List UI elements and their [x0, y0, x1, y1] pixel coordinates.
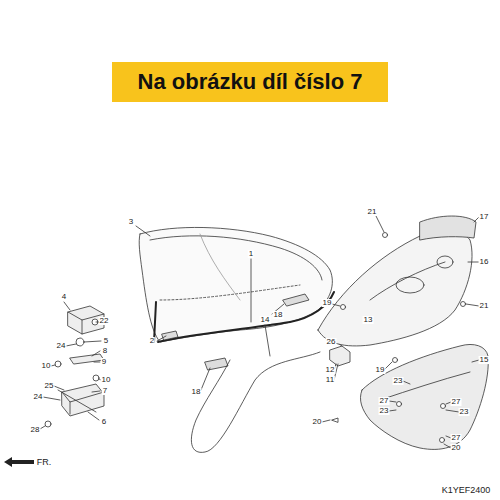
callout-number: 18 — [191, 388, 202, 396]
callout-number: 18 — [273, 311, 284, 319]
callout-number: 14 — [260, 316, 271, 324]
callout-number: 20 — [312, 418, 323, 426]
callout-number: 21 — [479, 302, 490, 310]
callout-number: 27 — [379, 397, 390, 405]
callout-number: 16 — [479, 258, 490, 266]
callout-number: 12 — [325, 366, 336, 374]
callout-number: 23 — [393, 377, 404, 385]
callout-number: 13 — [363, 316, 374, 324]
callout-number: 20 — [451, 444, 462, 452]
callout-number: 26 — [326, 338, 337, 346]
callout-number: 9 — [101, 358, 107, 366]
callout-number: 10 — [41, 362, 52, 370]
callout-number: 25 — [44, 382, 55, 390]
callout-number: 5 — [103, 337, 109, 345]
callout-number: 1 — [248, 250, 254, 258]
callout-number: 10 — [101, 376, 112, 384]
callout-number: 27 — [451, 398, 462, 406]
callout-number: 2 — [149, 337, 155, 345]
callout-number: 4 — [61, 293, 67, 301]
callout-number: 6 — [101, 418, 107, 426]
callout-number: 11 — [325, 376, 335, 384]
callout-number: 19 — [375, 366, 386, 374]
callout-number: 17 — [479, 213, 490, 221]
title-text: Na obrázku díl číslo 7 — [138, 69, 363, 95]
callout-number: 27 — [451, 434, 462, 442]
callout-number: 15 — [479, 356, 490, 364]
callout-number: 28 — [30, 426, 41, 434]
callout-number: 21 — [367, 208, 378, 216]
callout-number: 8 — [102, 347, 108, 355]
front-mark: FR. — [36, 458, 53, 467]
callout-number: 19 — [322, 299, 333, 307]
callout-number: 24 — [56, 342, 67, 350]
title-banner: Na obrázku díl číslo 7 — [112, 62, 388, 102]
callout-number: 23 — [379, 407, 390, 415]
callout-number: 22 — [99, 317, 110, 325]
callout-number: 23 — [459, 408, 470, 416]
drawing-code: K1YEF2400 — [441, 486, 492, 495]
callout-number: 24 — [33, 393, 44, 401]
callout-number: 3 — [128, 218, 134, 226]
callout-number: 7 — [102, 387, 108, 395]
